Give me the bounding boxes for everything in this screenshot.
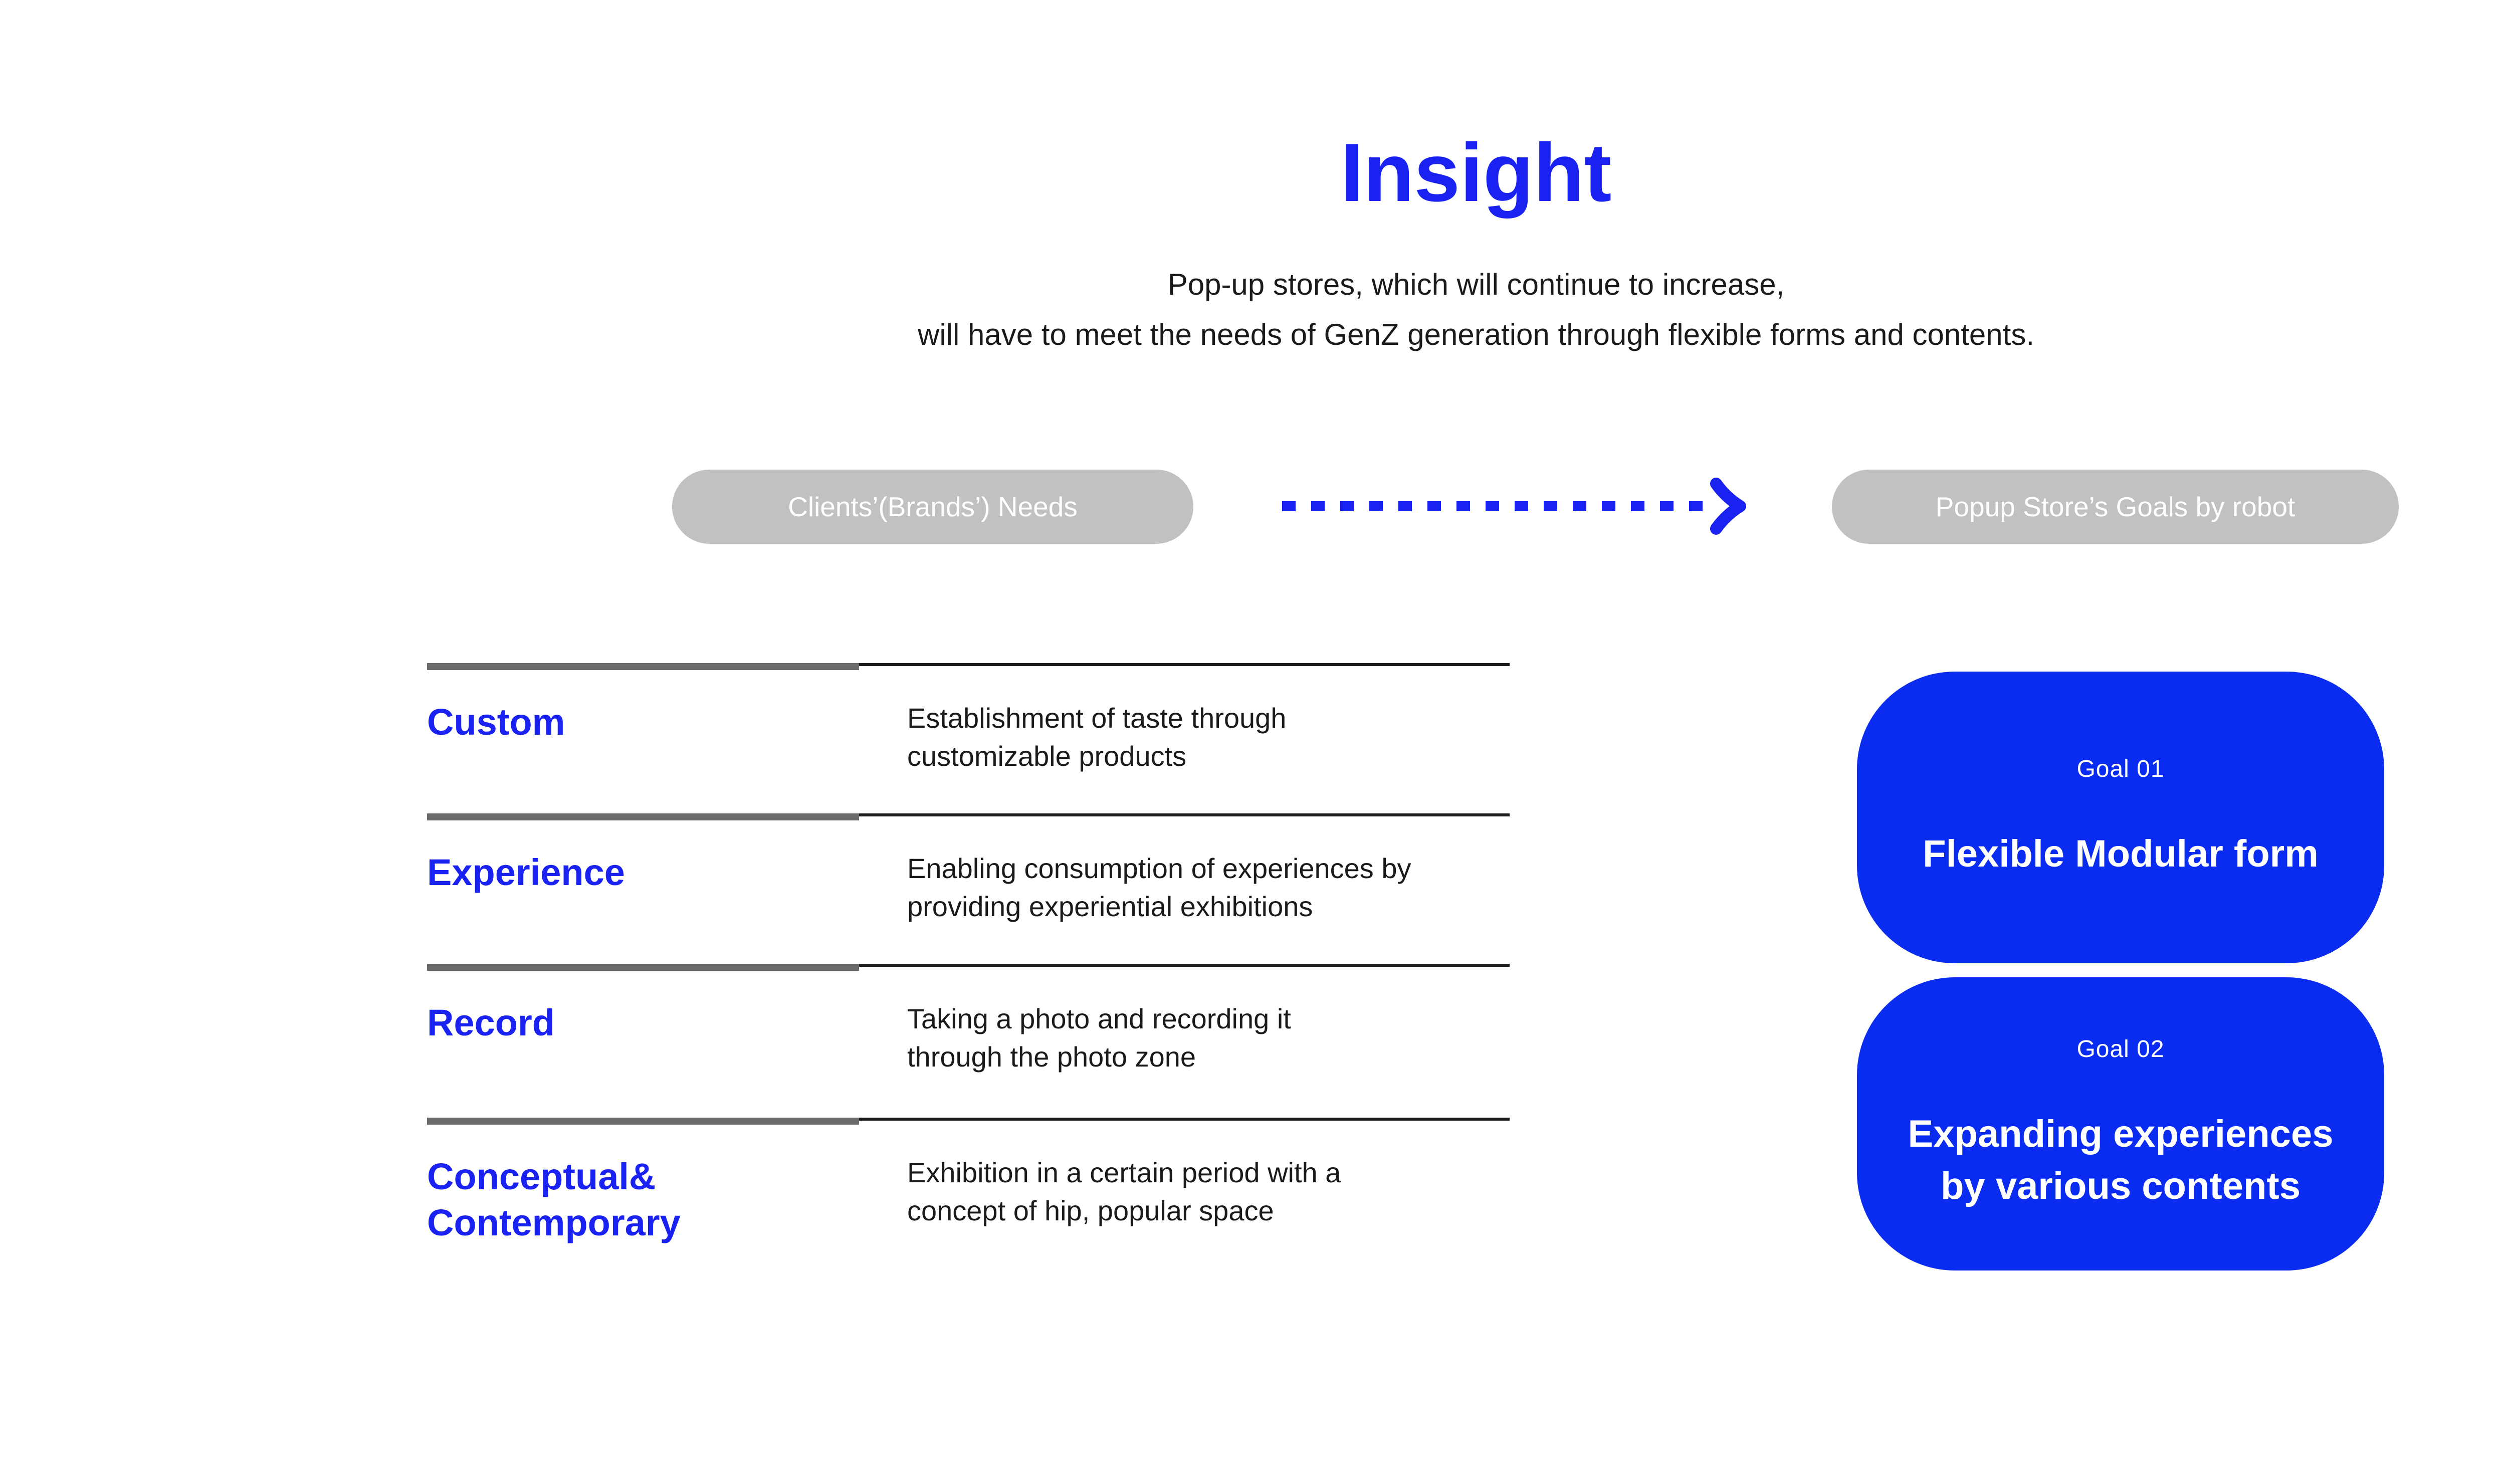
row-divider-black: [859, 813, 1510, 816]
row-divider-gray: [427, 1118, 859, 1125]
row-divider-gray: [427, 813, 859, 820]
row-description: Exhibition in a certain period with a co…: [907, 1157, 1341, 1226]
row-divider-gray: [427, 964, 859, 971]
row-divider-gray: [427, 663, 859, 670]
popup-goals-pill-label: Popup Store’s Goals by robot: [1935, 491, 2295, 522]
goal-badge: Goal 01: [2076, 755, 2165, 782]
row-label: Experience: [427, 852, 625, 893]
table-row: Custom Establishment of taste through cu…: [427, 663, 1510, 775]
row-divider-black: [859, 663, 1510, 666]
dashed-arrow-right-icon: [1282, 478, 1746, 535]
row-label: Conceptual& Contemporary: [427, 1156, 681, 1243]
goal-card-2: Goal 02 Expanding experiences by various…: [1857, 977, 2384, 1270]
clients-needs-pill: Clients’(Brands’) Needs: [672, 470, 1193, 544]
clients-needs-pill-label: Clients’(Brands’) Needs: [788, 491, 1078, 522]
row-description: Taking a photo and recording it through …: [907, 1003, 1291, 1073]
row-label: Custom: [427, 701, 565, 743]
row-divider-black: [859, 964, 1510, 967]
table-row: Conceptual& Contemporary Exhibition in a…: [427, 1118, 1510, 1246]
page-title: Insight: [1340, 126, 1612, 219]
popup-goals-pill: Popup Store’s Goals by robot: [1832, 470, 2399, 544]
row-label: Record: [427, 1002, 555, 1043]
goal-badge: Goal 02: [2076, 1036, 2165, 1063]
goal-card-1: Goal 01 Flexible Modular form: [1857, 672, 2384, 963]
goal-title: Flexible Modular form: [1923, 832, 2319, 875]
table-row: Experience Enabling consumption of exper…: [427, 813, 1510, 926]
needs-table: Custom Establishment of taste through cu…: [427, 663, 1510, 1290]
row-divider-black: [859, 1118, 1510, 1121]
goal-title: Expanding experiences by various content…: [1908, 1113, 2334, 1207]
table-row: Record Taking a photo and recording it t…: [427, 964, 1510, 1076]
row-description: Establishment of taste through customiza…: [907, 702, 1287, 772]
row-description: Enabling consumption of experiences by p…: [907, 853, 1411, 922]
page-subtitle: Pop-up stores, which will continue to in…: [918, 268, 2034, 351]
